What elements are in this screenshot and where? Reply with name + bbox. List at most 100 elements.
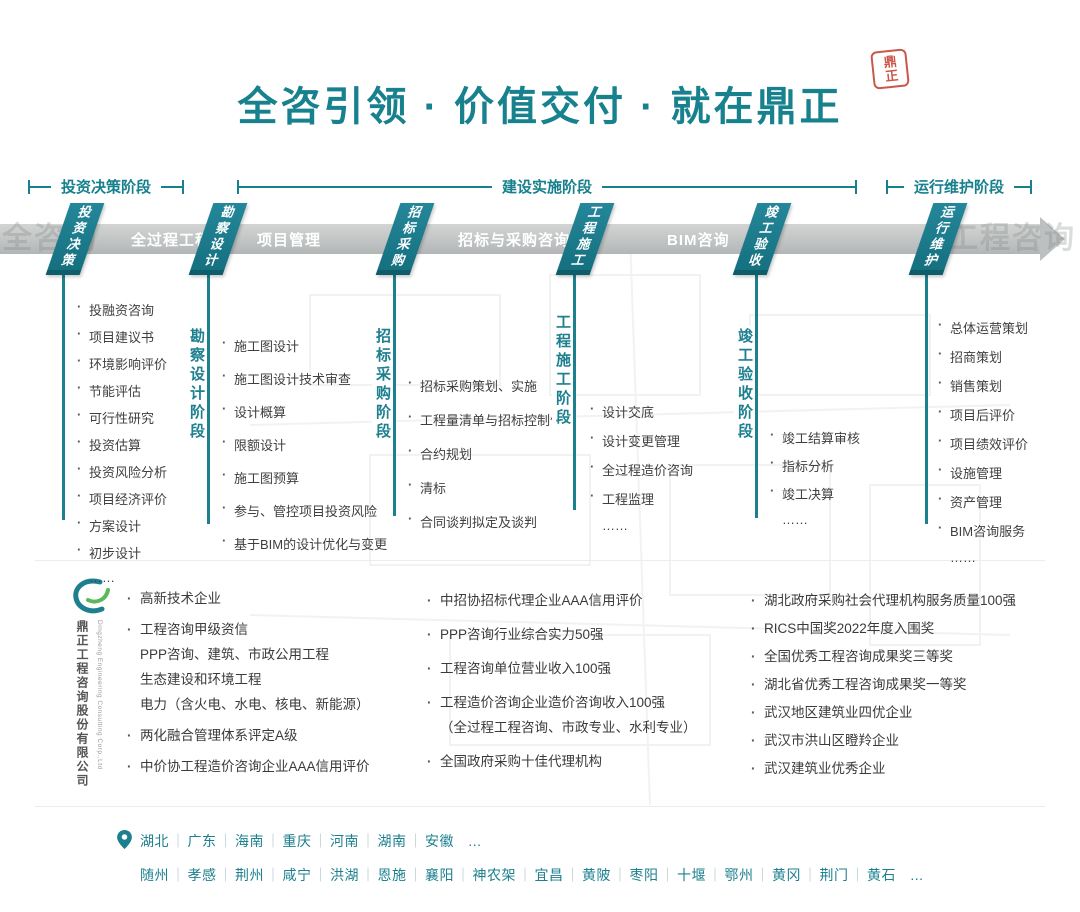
city: 宜昌 — [535, 867, 583, 883]
city: 十堰 — [677, 867, 725, 883]
stage-item: 销售策划 — [937, 375, 1072, 395]
stage-item: 环境影响评价 — [76, 353, 206, 373]
city: 枣阳 — [630, 867, 678, 883]
stage-item: 清标 — [407, 477, 587, 497]
credential-item: 高新技术企业 — [126, 586, 426, 611]
stage-line-operation — [925, 272, 928, 524]
stage-item: 初步设计 — [76, 542, 206, 562]
band-watermark-right: 工程咨询 — [948, 222, 1076, 255]
phase-label: 建设实施阶段 — [502, 179, 593, 196]
stage-item: 项目绩效评价 — [937, 433, 1072, 453]
bracket-line — [30, 185, 51, 188]
credential-item: 全国政府采购十佳代理机构 — [426, 749, 726, 774]
provinces-row: 湖北广东海南重庆河南湖南安徽 ... — [140, 831, 482, 851]
stage-item: 全过程造价咨询 — [589, 459, 739, 479]
phase-bracket-construction: 建设实施阶段 — [237, 176, 858, 197]
company-logo — [73, 578, 110, 614]
provinces-list: 湖北广东海南重庆河南湖南安徽 — [140, 833, 458, 849]
provinces-ellipsis: ... — [468, 833, 482, 849]
stage-item: 方案设计 — [76, 515, 206, 535]
city: 洪湖 — [330, 867, 378, 883]
page-title: 全咨引领 · 价值交付 · 就在鼎正 — [237, 85, 843, 129]
credential-item: PPP咨询行业综合实力50强 — [426, 622, 726, 647]
stage-item: 基于BIM的设计优化与变更 — [221, 533, 396, 553]
stage-item: 合约规划 — [407, 443, 587, 463]
stage-item: 工程量清单与招标控制价 — [407, 409, 587, 429]
bracket-tick — [855, 179, 858, 194]
stage-item: 参与、管控项目投资风险 — [221, 500, 396, 520]
stage-item: 招标采购策划、实施 — [407, 375, 587, 395]
seal-text: 鼎正 — [881, 54, 899, 84]
band-label-bidding-procurement: 招标与采购咨询 — [458, 232, 571, 249]
completion-items-list: 竣工结算审核指标分析竣工决算 …… — [769, 427, 909, 536]
seal-stamp-icon: 鼎正 — [870, 48, 910, 90]
stage-line-investment — [62, 272, 65, 520]
stage-item: 施工图设计技术审查 — [221, 368, 396, 388]
stage-item: 可行性研究 — [76, 407, 206, 427]
city: 黄冈 — [772, 867, 820, 883]
city: 孝感 — [188, 867, 236, 883]
credential-item: RICS中国奖2022年度入围奖 — [750, 616, 1060, 641]
credential-item: 武汉市洪山区瞪羚企业 — [750, 728, 1060, 753]
stage-item: 竣工结算审核 — [769, 427, 909, 447]
credentials-column-1: 高新技术企业工程咨询甲级资信 PPP咨询、建筑、市政公用工程 生态建设和环境工程… — [126, 586, 426, 785]
city: 随州 — [140, 867, 188, 883]
stage-item: 投资风险分析 — [76, 461, 206, 481]
city: 恩施 — [378, 867, 426, 883]
location-pin-icon — [117, 830, 132, 849]
cities-ellipsis: ... — [910, 867, 924, 883]
stage-item: 项目经济评价 — [76, 488, 206, 508]
credential-item: 湖北省优秀工程咨询成果奖一等奖 — [750, 672, 1060, 697]
stage-item: 施工图设计 — [221, 335, 396, 355]
bracket-line — [888, 185, 904, 188]
bracket-line — [602, 185, 856, 188]
divider-bottom — [35, 806, 1045, 807]
city: 襄阳 — [425, 867, 473, 883]
credential-item: 工程咨询甲级资信 PPP咨询、建筑、市政公用工程 生态建设和环境工程 电力（含火… — [126, 617, 426, 717]
stage-item: 招商策划 — [937, 346, 1072, 366]
company-name-cn: 鼎正工程咨询股份有限公司 — [75, 620, 89, 788]
credential-item: 武汉建筑业优秀企业 — [750, 756, 1060, 781]
cities-list: 随州孝感荆州咸宁洪湖恩施襄阳神农架宜昌黄陂枣阳十堰鄂州黄冈荆门黄石 — [140, 867, 900, 883]
bracket-line — [161, 185, 183, 188]
band-label-bim: BIM咨询 — [667, 232, 730, 249]
city: 荆门 — [820, 867, 868, 883]
band-label-whole-process: 全过程工程 — [131, 232, 212, 249]
stage-item: 合同谈判拟定及谈判 — [407, 511, 587, 531]
bracket-tick — [886, 179, 888, 194]
divider-top — [35, 560, 1045, 561]
stage-item: …… — [950, 550, 976, 565]
stage-item: 资产管理 — [937, 491, 1072, 511]
stage-item: 工程监理 — [589, 488, 739, 508]
bracket-tick — [1030, 179, 1033, 194]
city: 咸宁 — [283, 867, 331, 883]
stage-item: …… — [602, 518, 628, 533]
city: 黄石 — [867, 867, 896, 883]
stage-item: 设计变更管理 — [589, 430, 739, 450]
credential-item: 武汉地区建筑业四优企业 — [750, 700, 1060, 725]
credentials-column-2: 中招协招标代理企业AAA信用评价PPP咨询行业综合实力50强工程咨询单位营业收入… — [426, 588, 726, 783]
stage-item: …… — [782, 512, 808, 527]
stage-item: 指标分析 — [769, 455, 909, 475]
stage-item: 设计交底 — [589, 401, 739, 421]
stage-item: 竣工决算 — [769, 483, 909, 503]
cities-row: 随州孝感荆州咸宁洪湖恩施襄阳神农架宜昌黄陂枣阳十堰鄂州黄冈荆门黄石 ... — [140, 865, 924, 885]
phase-bracket-operation: 运行维护阶段 — [886, 176, 1033, 197]
credential-item: 中招协招标代理企业AAA信用评价 — [426, 588, 726, 613]
phase-label: 投资决策阶段 — [61, 179, 152, 196]
bracket-tick — [182, 179, 185, 194]
ribbon-label: 勘察设计 — [200, 204, 238, 269]
stage-item: 节能评估 — [76, 380, 206, 400]
stage-label-completion: 竣工验收阶段 — [734, 326, 755, 444]
investment-items-list: 投融资咨询项目建议书环境影响评价节能评估可行性研究投资估算投资风险分析项目经济评… — [76, 299, 206, 593]
stage-item: …… — [89, 570, 115, 585]
bracket-tick — [237, 179, 239, 194]
stage-item: 投资估算 — [76, 434, 206, 454]
city: 黄陂 — [582, 867, 630, 883]
credential-item: 两化融合管理体系评定A级 — [126, 723, 426, 748]
stage-item: 项目建议书 — [76, 326, 206, 346]
survey-design-items-list: 施工图设计施工图设计技术审查设计概算限额设计施工图预算参与、管控项目投资风险基于… — [221, 335, 396, 567]
band-label-project-management: 项目管理 — [257, 232, 322, 249]
province: 安徽 — [425, 833, 454, 849]
